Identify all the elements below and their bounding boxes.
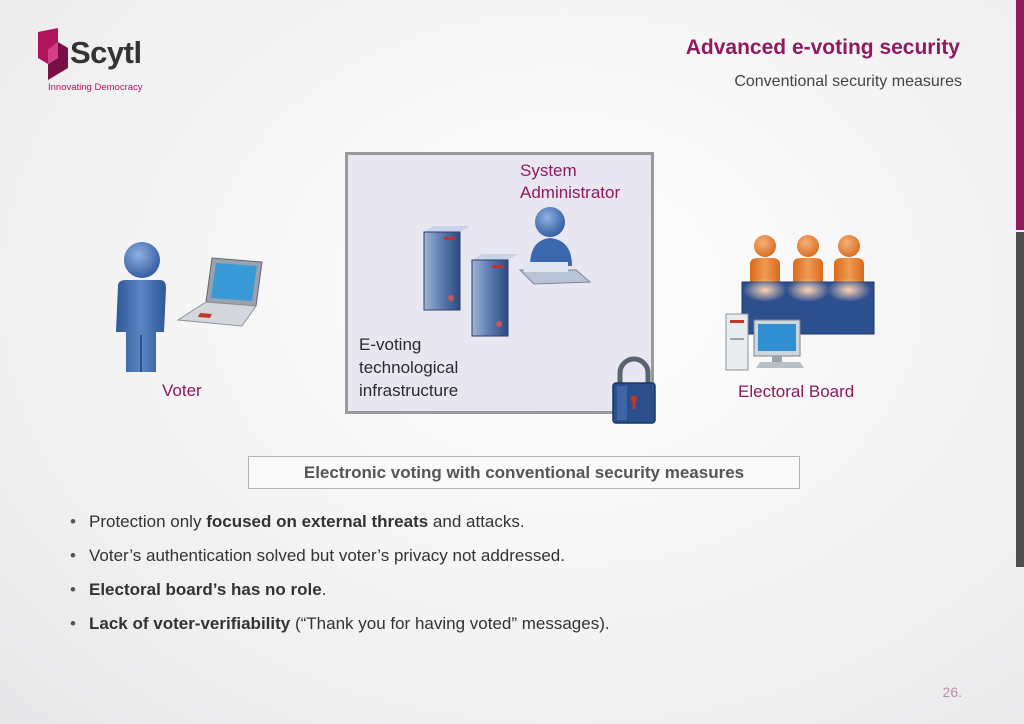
scytl-mark-icon	[38, 28, 68, 80]
diagram-caption: Electronic voting with conventional secu…	[248, 456, 800, 489]
padlock-icon	[612, 356, 656, 424]
bullet-item: Voter’s authentication solved but voter’…	[70, 544, 870, 578]
page-number: 26.	[942, 684, 962, 700]
infrastructure-label-line1: E-voting	[359, 335, 422, 354]
infrastructure-label-line2: technological	[359, 358, 459, 377]
laptop-icon	[176, 257, 263, 327]
electoral-board-icon	[725, 235, 875, 371]
infrastructure-label-line3: infrastructure	[359, 381, 459, 400]
sysadmin-label: System Administrator	[520, 160, 620, 204]
electoral-board-label: Electoral Board	[738, 382, 855, 401]
logo-tagline: Innovating Democracy	[48, 82, 143, 93]
bullet-item: Protection only focused on external thre…	[70, 510, 870, 544]
voter-label: Voter	[162, 381, 202, 400]
infrastructure-label: E-voting technological infrastructure	[359, 333, 458, 402]
bullet-list: Protection only focused on external thre…	[70, 510, 870, 646]
administrator-icon	[518, 207, 592, 285]
sysadmin-label-line2: Administrator	[520, 183, 621, 202]
voter-icon	[116, 242, 166, 372]
scytl-logo: Scytl Innovating Democracy	[34, 28, 164, 98]
slide-title: Advanced e-voting security	[685, 36, 960, 59]
bullet-item: Electoral board’s has no role.	[70, 578, 870, 612]
accent-bar-gray	[1016, 232, 1024, 567]
logo-wordmark: Scytl	[70, 35, 142, 70]
slide-subtitle: Conventional security measures	[734, 73, 962, 90]
bullet-item: Lack of voter-verifiability (“Thank you …	[70, 612, 870, 646]
sysadmin-label-line1: System	[520, 161, 577, 180]
servers-icon	[423, 226, 518, 337]
accent-bar-magenta	[1016, 0, 1024, 230]
